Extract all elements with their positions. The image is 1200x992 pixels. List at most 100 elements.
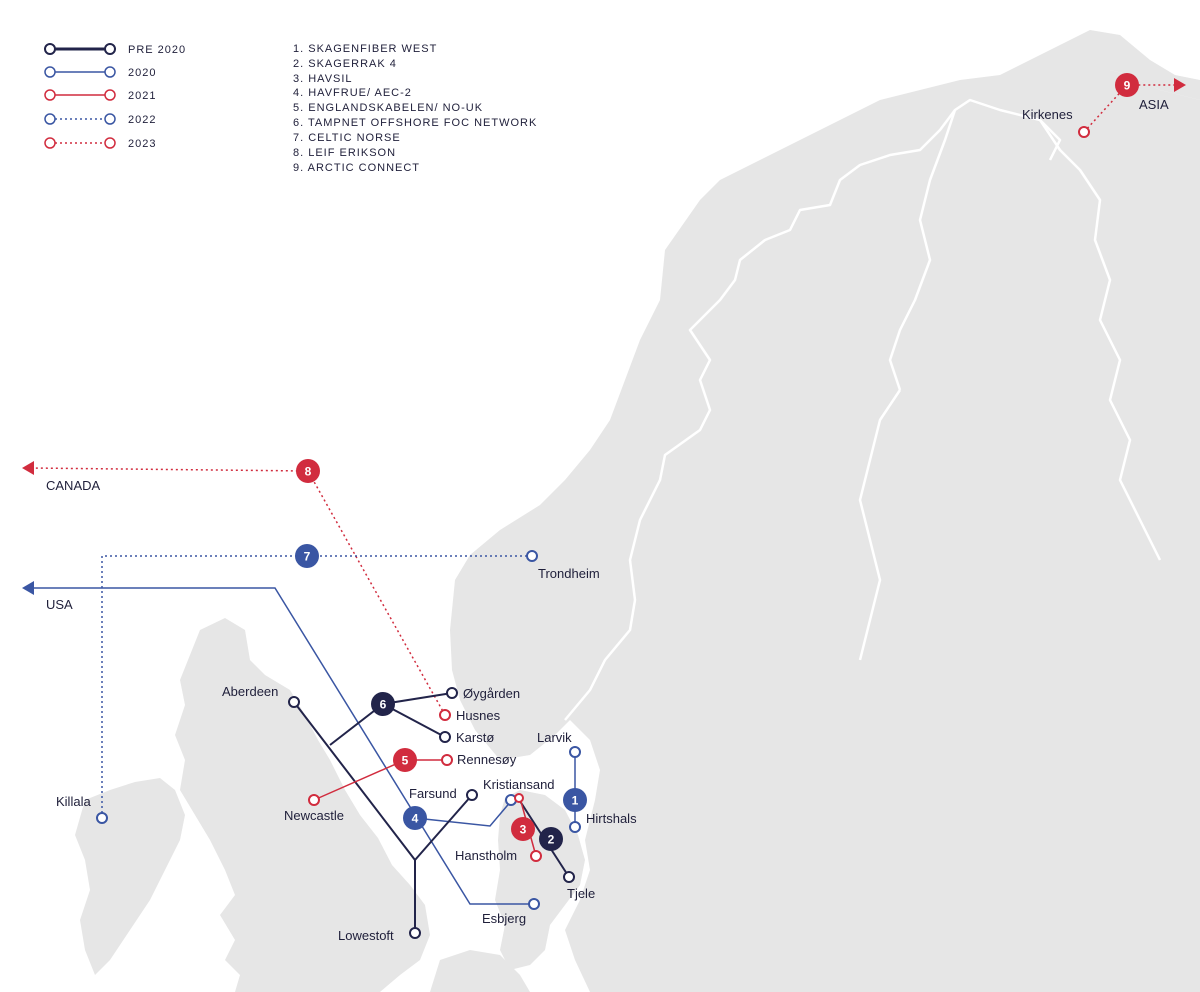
- cable-9-arctic-connect: [1083, 84, 1178, 133]
- place-labels: Kirkenes ASIA CANADA USA Trondheim Aberd…: [46, 97, 1169, 943]
- legend-item-pre2020: PRE 2020: [44, 43, 186, 56]
- badge-2-label: 2: [548, 833, 555, 847]
- badge-4-label: 4: [412, 812, 419, 826]
- cable-list: 1. SKAGENFIBER WEST 2. SKAGERRAK 4 3. HA…: [293, 43, 537, 174]
- legend: PRE 2020 2020 2021 2022 2023: [44, 43, 186, 150]
- endpoint-newcastle: [308, 794, 320, 806]
- kola-peninsula: [1060, 30, 1200, 100]
- badge-6-label: 6: [380, 698, 387, 712]
- endpoint-oygarden: [446, 687, 458, 699]
- label-asia: ASIA: [1139, 97, 1169, 112]
- badge-8: 8: [296, 459, 320, 483]
- endpoint-hanstholm: [530, 850, 542, 862]
- legend-item-2022: 2022: [44, 113, 156, 126]
- endpoint-rennesoy: [441, 754, 453, 766]
- cable-list-item-4: 4. HAVFRUE/ AEC-2: [293, 87, 412, 99]
- label-rennesoy: Rennesøy: [457, 752, 517, 767]
- continent-landmass: [430, 950, 530, 992]
- badge-7: 7: [295, 544, 319, 568]
- cable-7-celtic-norse: [101, 555, 532, 818]
- badge-8-label: 8: [305, 465, 312, 479]
- legend-label-2021: 2021: [128, 90, 156, 102]
- label-karsto: Karstø: [456, 730, 494, 745]
- cable-aberdeen-lowestoft: [293, 701, 473, 933]
- cable-list-item-5: 5. ENGLANDSKABELEN/ NO-UK: [293, 102, 483, 114]
- cable-list-item-2: 2. SKAGERRAK 4: [293, 58, 397, 70]
- arrow-asia-icon: [1174, 78, 1186, 92]
- label-larvik: Larvik: [537, 730, 572, 745]
- label-usa: USA: [46, 597, 73, 612]
- endpoint-husnes: [439, 709, 451, 721]
- ireland-landmass: [75, 778, 185, 975]
- badge-1-label: 1: [572, 794, 579, 808]
- sweden-finland-border: [888, 109, 957, 391]
- borders-layer: [564, 98, 1162, 721]
- badge-4: 4: [403, 806, 427, 830]
- legend-item-2020: 2020: [44, 66, 156, 79]
- cable-list-item-8: 8. LEIF ERIKSON: [293, 147, 396, 159]
- endpoint-farsund: [466, 789, 478, 801]
- label-husnes: Husnes: [456, 708, 501, 723]
- finland-russia-border: [1038, 119, 1162, 561]
- cable-list-item-1: 1. SKAGENFIBER WEST: [293, 43, 437, 55]
- badge-5: 5: [393, 748, 417, 772]
- label-hanstholm: Hanstholm: [455, 848, 517, 863]
- label-kirkenes: Kirkenes: [1022, 107, 1073, 122]
- endpoint-tjele: [563, 871, 575, 883]
- badge-7-label: 7: [304, 550, 311, 564]
- badge-9-label: 9: [1124, 79, 1131, 93]
- label-kristiansand: Kristiansand: [483, 777, 555, 792]
- cable-list-item-7: 7. CELTIC NORSE: [293, 132, 401, 144]
- label-canada: CANADA: [46, 478, 101, 493]
- badge-2: 2: [539, 827, 563, 851]
- label-newcastle: Newcastle: [284, 808, 344, 823]
- endpoint-larvik: [569, 746, 581, 758]
- endpoint-karsto: [439, 731, 451, 743]
- badge-5-label: 5: [402, 754, 409, 768]
- label-farsund: Farsund: [409, 786, 457, 801]
- badge-6: 6: [371, 692, 395, 716]
- label-esbjerg: Esbjerg: [482, 911, 526, 926]
- endpoints: [96, 126, 1090, 939]
- legend-label-pre2020: PRE 2020: [128, 44, 186, 56]
- endpoint-aberdeen: [288, 696, 300, 708]
- label-oygarden: Øygården: [463, 686, 520, 701]
- label-trondheim: Trondheim: [538, 566, 600, 581]
- endpoint-esbjerg: [528, 898, 540, 910]
- badges: 1 2 3 4 5 6 7 8: [295, 73, 1139, 851]
- legend-item-2021: 2021: [44, 89, 156, 102]
- arrow-canada-icon: [22, 461, 34, 475]
- scandinavia-landmass: [450, 40, 1200, 992]
- cable-4-havfrue-usa: [30, 587, 534, 905]
- legend-label-2022: 2022: [128, 114, 156, 126]
- label-hirtshals: Hirtshals: [586, 811, 637, 826]
- cable-list-item-9: 9. ARCTIC CONNECT: [293, 162, 420, 174]
- badge-1: 1: [563, 788, 587, 812]
- arrowheads: [22, 78, 1186, 595]
- legend-label-2020: 2020: [128, 67, 156, 79]
- cable-8-leif-erikson: [29, 467, 446, 716]
- label-aberdeen: Aberdeen: [222, 684, 278, 699]
- legend-label-2023: 2023: [128, 138, 156, 150]
- badge-3-label: 3: [520, 823, 527, 837]
- great-britain-landmass: [175, 618, 430, 992]
- endpoint-kirkenes: [1078, 126, 1090, 138]
- endpoint-trondheim: [526, 550, 538, 562]
- norway-sweden-border: [564, 98, 1062, 721]
- cable-list-item-6: 6. TAMPNET OFFSHORE FOC NETWORK: [293, 117, 537, 129]
- endpoint-lowestoft: [409, 927, 421, 939]
- gulf-of-bothnia: [858, 389, 902, 661]
- label-killala: Killala: [56, 794, 91, 809]
- endpoint-killala: [96, 812, 108, 824]
- endpoint-hirtshals: [569, 821, 581, 833]
- cable-list-item-3: 3. HAVSIL: [293, 73, 353, 85]
- land-layer: [75, 30, 1200, 992]
- legend-item-2023: 2023: [44, 137, 156, 150]
- label-tjele: Tjele: [567, 886, 595, 901]
- label-lowestoft: Lowestoft: [338, 928, 394, 943]
- endpoint-kristiansand-red: [514, 793, 524, 803]
- badge-9: 9: [1115, 73, 1139, 97]
- cable-4-havfrue-kristiansand: [414, 799, 513, 827]
- badge-3: 3: [511, 817, 535, 841]
